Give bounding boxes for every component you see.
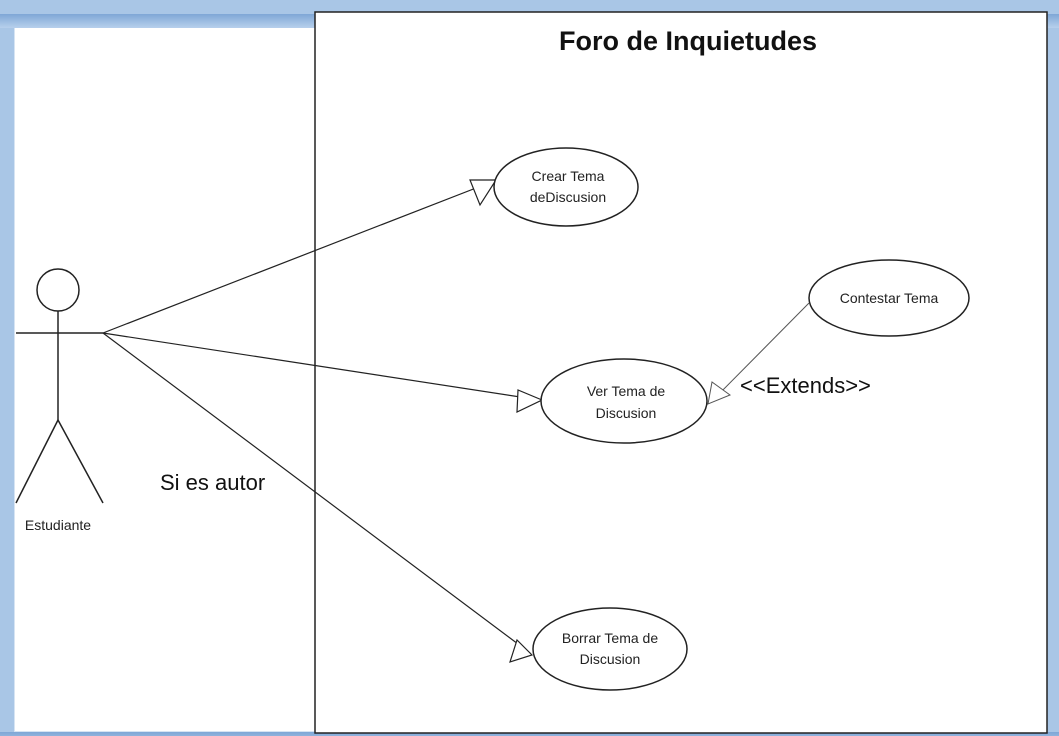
- actor-figure: [15, 268, 104, 504]
- association-ver: [102, 332, 541, 401]
- use-case-borrar-line2: Discusion: [580, 651, 641, 667]
- arrowhead-borrar: [509, 638, 534, 663]
- arrowhead-crear: [469, 179, 498, 207]
- condition-label: Si es autor: [160, 470, 265, 495]
- association-borrar: [102, 332, 531, 654]
- arrowhead-extends: [707, 381, 732, 405]
- use-case-ver-line2: Discusion: [596, 405, 657, 421]
- use-case-crear: Crear Tema deDiscusion: [493, 147, 639, 227]
- use-case-crear-line1: Crear Tema: [532, 168, 605, 184]
- actor-left-leg: [15, 419, 59, 504]
- use-case-ver-line1: Ver Tema de: [587, 383, 666, 399]
- extends-label: <<Extends>>: [740, 373, 871, 398]
- arrowhead-ver: [516, 389, 544, 413]
- use-case-borrar: Borrar Tema de Discusion: [532, 607, 688, 691]
- use-case-ver: Ver Tema de Discusion: [540, 358, 708, 444]
- system-title: Foro de Inquietudes: [559, 26, 817, 56]
- extends-line: [712, 302, 810, 401]
- actor-label: Estudiante: [25, 517, 91, 533]
- actor-head: [36, 268, 80, 312]
- actor-right-leg: [57, 419, 104, 504]
- association-crear: [102, 180, 495, 334]
- use-case-contestar: Contestar Tema: [808, 259, 970, 337]
- use-case-contestar-line1: Contestar Tema: [840, 290, 939, 306]
- use-case-borrar-line1: Borrar Tema de: [562, 630, 658, 646]
- use-case-crear-line2: deDiscusion: [530, 189, 606, 205]
